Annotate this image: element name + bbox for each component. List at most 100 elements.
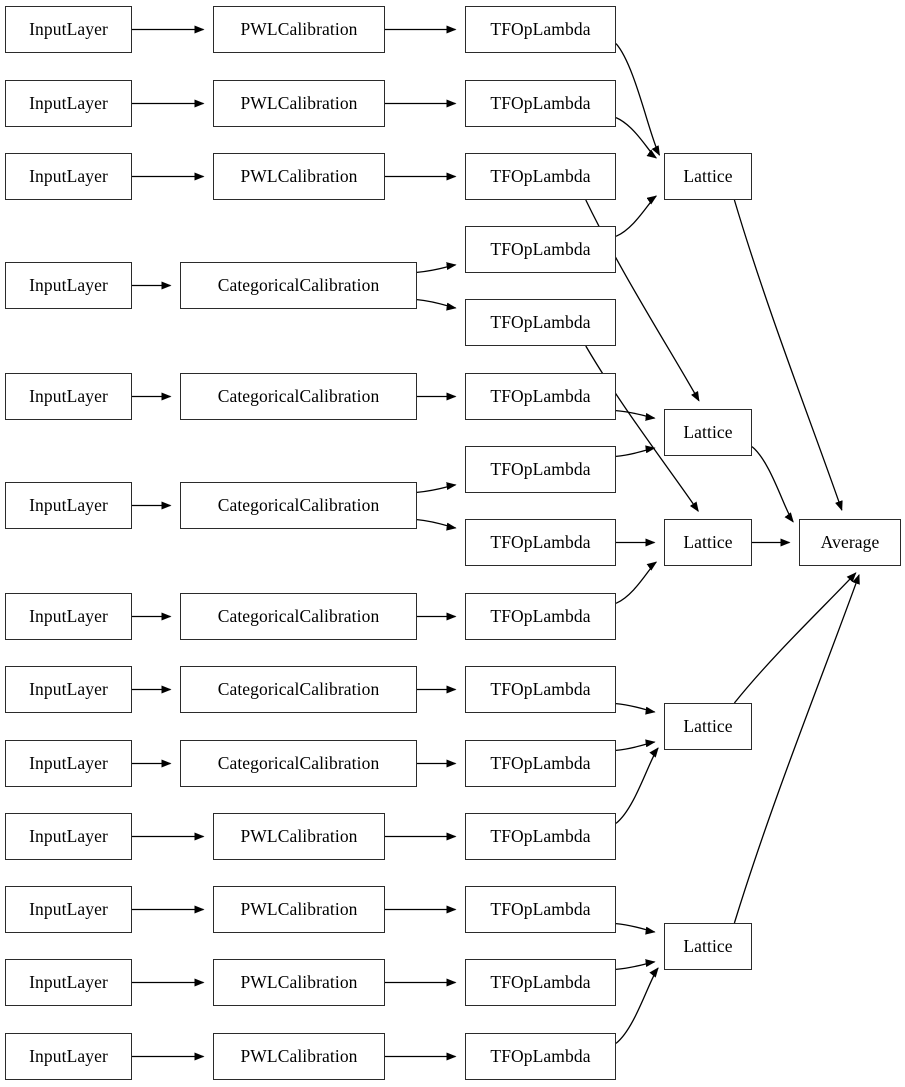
graph-node-cal9[interactable]: CategoricalCalibration	[180, 740, 417, 787]
graph-node-lat1[interactable]: Lattice	[664, 153, 752, 200]
graph-edge-lam2-to-lat1	[615, 117, 658, 159]
graph-node-in10[interactable]: InputLayer	[5, 813, 132, 860]
graph-node-label: TFOpLambda	[490, 531, 591, 552]
graph-edge-lat1-to-avg	[733, 199, 843, 511]
graph-node-lam2[interactable]: TFOpLambda	[465, 80, 616, 127]
graph-edge-lam13-to-lat5	[615, 922, 656, 935]
graph-node-cal8[interactable]: CategoricalCalibration	[180, 666, 417, 713]
graph-node-lam7[interactable]: TFOpLambda	[465, 446, 616, 493]
graph-node-label: InputLayer	[29, 494, 108, 515]
graph-node-lam13[interactable]: TFOpLambda	[465, 886, 616, 933]
graph-node-cal6[interactable]: CategoricalCalibration	[180, 482, 417, 529]
graph-node-label: CategoricalCalibration	[217, 274, 380, 295]
graph-node-label: InputLayer	[29, 18, 108, 39]
graph-node-label: TFOpLambda	[490, 825, 591, 846]
graph-edge-lam11-to-lat4	[615, 739, 656, 751]
graph-node-lam10[interactable]: TFOpLambda	[465, 666, 616, 713]
graph-node-cal1[interactable]: PWLCalibration	[213, 6, 385, 53]
graph-edge-cal4-to-lam4	[416, 262, 457, 273]
graph-edge-lam12-to-lat4	[615, 747, 659, 824]
graph-node-cal12[interactable]: PWLCalibration	[213, 959, 385, 1006]
graph-node-cal4[interactable]: CategoricalCalibration	[180, 262, 417, 309]
graph-node-cal3[interactable]: PWLCalibration	[213, 153, 385, 200]
graph-node-label: Lattice	[683, 531, 733, 552]
graph-node-in9[interactable]: InputLayer	[5, 740, 132, 787]
graph-node-label: PWLCalibration	[240, 971, 358, 992]
graph-node-lam3[interactable]: TFOpLambda	[465, 153, 616, 200]
graph-node-label: InputLayer	[29, 1045, 108, 1066]
graph-node-cal10[interactable]: PWLCalibration	[213, 813, 385, 860]
graph-node-lat2[interactable]: Lattice	[664, 409, 752, 456]
graph-node-lam9[interactable]: TFOpLambda	[465, 593, 616, 640]
graph-node-label: InputLayer	[29, 385, 108, 406]
graph-node-label: Lattice	[683, 165, 733, 186]
graph-edge-lam6-to-lat2	[615, 409, 656, 421]
graph-node-in11[interactable]: InputLayer	[5, 886, 132, 933]
graph-node-in4[interactable]: InputLayer	[5, 262, 132, 309]
graph-node-label: CategoricalCalibration	[217, 605, 380, 626]
graph-node-label: PWLCalibration	[240, 18, 358, 39]
graph-node-lam1[interactable]: TFOpLambda	[465, 6, 616, 53]
graph-node-lam14[interactable]: TFOpLambda	[465, 959, 616, 1006]
graph-node-in2[interactable]: InputLayer	[5, 80, 132, 127]
graph-edge-cal4-to-lam5	[416, 298, 457, 311]
graph-node-lam11[interactable]: TFOpLambda	[465, 740, 616, 787]
graph-node-lam8[interactable]: TFOpLambda	[465, 519, 616, 566]
graph-node-label: TFOpLambda	[490, 1045, 591, 1066]
graph-node-cal7[interactable]: CategoricalCalibration	[180, 593, 417, 640]
graph-node-label: TFOpLambda	[490, 311, 591, 332]
graph-node-label: CategoricalCalibration	[217, 752, 380, 773]
graph-node-label: Lattice	[683, 715, 733, 736]
graph-node-cal5[interactable]: CategoricalCalibration	[180, 373, 417, 420]
graph-node-label: TFOpLambda	[490, 971, 591, 992]
graph-node-in12[interactable]: InputLayer	[5, 959, 132, 1006]
graph-edge-lam14-to-lat5	[615, 959, 656, 970]
graph-node-label: TFOpLambda	[490, 458, 591, 479]
graph-node-label: InputLayer	[29, 971, 108, 992]
graph-node-lam5[interactable]: TFOpLambda	[465, 299, 616, 346]
graph-node-lam4[interactable]: TFOpLambda	[465, 226, 616, 273]
graph-node-label: InputLayer	[29, 165, 108, 186]
graph-node-lat5[interactable]: Lattice	[664, 923, 752, 970]
graph-node-in6[interactable]: InputLayer	[5, 482, 132, 529]
graph-node-cal13[interactable]: PWLCalibration	[213, 1033, 385, 1080]
graph-edge-lam15-to-lat5	[615, 967, 659, 1044]
graph-node-lam12[interactable]: TFOpLambda	[465, 813, 616, 860]
graph-node-avg[interactable]: Average	[799, 519, 901, 566]
graph-node-in3[interactable]: InputLayer	[5, 153, 132, 200]
graph-node-label: PWLCalibration	[240, 1045, 358, 1066]
graph-node-cal2[interactable]: PWLCalibration	[213, 80, 385, 127]
graph-node-in13[interactable]: InputLayer	[5, 1033, 132, 1080]
graph-node-label: TFOpLambda	[490, 678, 591, 699]
graph-node-label: InputLayer	[29, 605, 108, 626]
graph-node-lam6[interactable]: TFOpLambda	[465, 373, 616, 420]
graph-edge-lat5-to-avg	[733, 574, 860, 924]
graph-node-in1[interactable]: InputLayer	[5, 6, 132, 53]
graph-node-label: InputLayer	[29, 274, 108, 295]
graph-node-label: CategoricalCalibration	[217, 678, 380, 699]
graph-node-label: InputLayer	[29, 898, 108, 919]
graph-edge-lam9-to-lat3	[615, 561, 658, 604]
graph-node-lat3[interactable]: Lattice	[664, 519, 752, 566]
graph-node-in7[interactable]: InputLayer	[5, 593, 132, 640]
graph-node-lat4[interactable]: Lattice	[664, 703, 752, 750]
graph-node-label: InputLayer	[29, 825, 108, 846]
graph-node-label: CategoricalCalibration	[217, 385, 380, 406]
graph-edge-cal6-to-lam7	[416, 482, 457, 493]
graph-node-label: PWLCalibration	[240, 898, 358, 919]
graph-node-label: TFOpLambda	[490, 898, 591, 919]
graph-node-cal11[interactable]: PWLCalibration	[213, 886, 385, 933]
graph-node-lam15[interactable]: TFOpLambda	[465, 1033, 616, 1080]
graph-node-label: InputLayer	[29, 678, 108, 699]
graph-edge-lam4-to-lat1	[615, 195, 658, 237]
graph-node-label: TFOpLambda	[490, 92, 591, 113]
graph-node-label: Average	[820, 531, 880, 552]
graph-node-in8[interactable]: InputLayer	[5, 666, 132, 713]
graph-node-label: PWLCalibration	[240, 825, 358, 846]
graph-node-label: CategoricalCalibration	[217, 494, 380, 515]
graph-edge-lam1-to-lat1	[615, 43, 661, 156]
graph-edge-lam7-to-lat2	[615, 445, 656, 457]
graph-node-label: TFOpLambda	[490, 165, 591, 186]
graph-node-in5[interactable]: InputLayer	[5, 373, 132, 420]
